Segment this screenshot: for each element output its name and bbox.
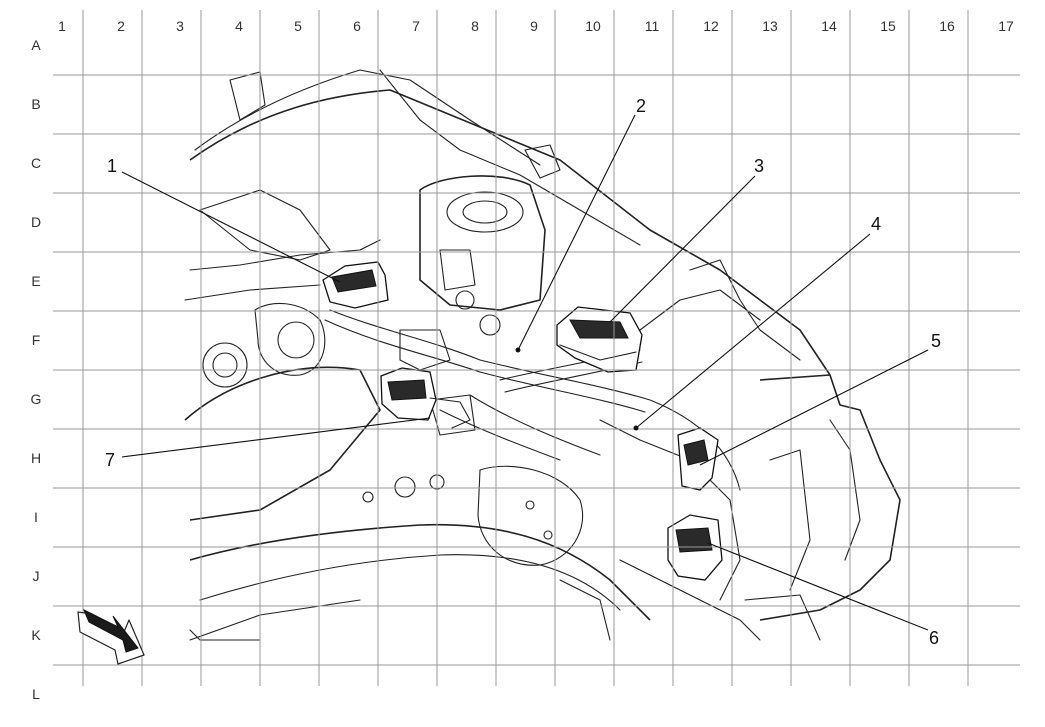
grid-column-label: 8 <box>471 18 479 34</box>
grid-row-label: L <box>32 686 40 702</box>
grid-row-label: G <box>31 391 42 407</box>
grid-column-label: 11 <box>645 18 660 34</box>
component-7-connector <box>380 367 471 429</box>
callout-number: 5 <box>931 331 941 351</box>
callout-number: 7 <box>105 450 115 470</box>
callout-1: 1 <box>107 156 341 283</box>
grid-column-label: 2 <box>117 18 125 34</box>
grid-column-label: 5 <box>294 18 302 34</box>
callout-number: 2 <box>636 96 646 116</box>
grid-row-label: C <box>31 155 41 171</box>
grid-column-label: 14 <box>821 18 837 34</box>
callout-number: 1 <box>107 156 117 176</box>
callout-3: 3 <box>609 156 764 323</box>
grid-row-label: J <box>33 568 40 584</box>
grid-row-labels: A B C D E F G H I J K L <box>31 37 42 702</box>
grid-column-label: 7 <box>412 18 420 34</box>
grid-column-label: 9 <box>530 18 538 34</box>
grid-column-label: 13 <box>762 18 778 34</box>
grid-column-label: 15 <box>880 18 896 34</box>
callout-2: 2 <box>515 96 646 353</box>
grid-column-label: 1 <box>58 18 66 34</box>
grid-row-label: F <box>32 332 41 348</box>
grid-column-label: 17 <box>998 18 1014 34</box>
callout-7: 7 <box>105 417 431 470</box>
callout-number: 6 <box>929 628 939 648</box>
component-drawing <box>184 69 901 641</box>
callout-5: 5 <box>699 331 941 466</box>
grid-column-label: 6 <box>353 18 361 34</box>
grid-column-label: 4 <box>235 18 243 34</box>
grid-column-label: 3 <box>176 18 184 34</box>
component-3-module <box>556 306 643 373</box>
callout-number: 4 <box>871 214 881 234</box>
grid-row-label: B <box>31 96 40 112</box>
grid-column-label: 12 <box>703 18 719 34</box>
callout-number: 3 <box>754 156 764 176</box>
grid-row-label: A <box>31 37 41 53</box>
callout-6: 6 <box>707 542 939 648</box>
grid-column-label: 16 <box>939 18 955 34</box>
reference-grid <box>53 10 1020 686</box>
grid-row-label: E <box>31 273 40 289</box>
grid-column-label: 10 <box>585 18 601 34</box>
component-5-connector <box>677 427 719 491</box>
grid-row-label: I <box>34 509 38 525</box>
callout-4: 4 <box>633 214 881 431</box>
grid-row-label: K <box>31 627 41 643</box>
grid-row-label: H <box>31 450 41 466</box>
direction-arrow-icon <box>77 608 145 665</box>
grid-row-label: D <box>31 214 41 230</box>
component-1-connector <box>322 261 389 309</box>
